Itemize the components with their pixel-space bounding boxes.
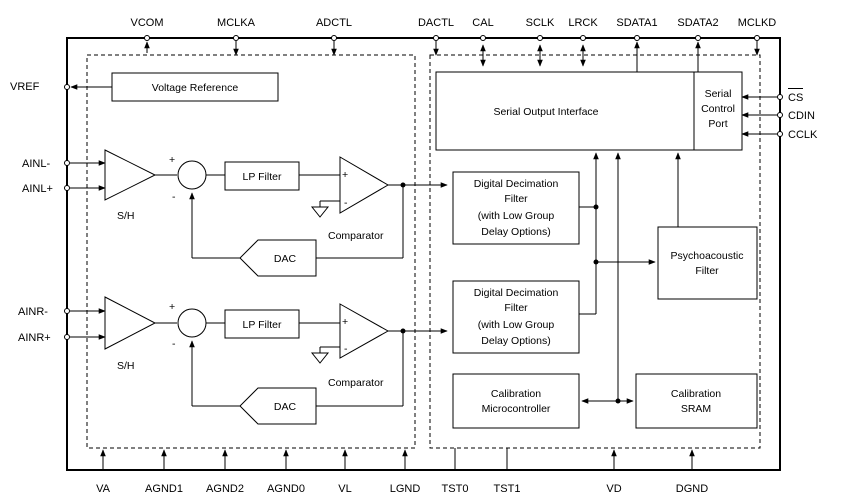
svg-text:Serial: Serial [705,88,732,100]
pin-sclk: SCLK [526,17,555,29]
analog-section [86,54,416,449]
lp-filter-right-label: LP Filter [243,319,282,331]
digital-connections [579,152,681,404]
pin-sdata2: SDATA2 [677,17,718,29]
summing-junction-left [177,160,207,190]
pin-agnd2: AGND2 [206,483,244,495]
serial-control-port [693,71,743,151]
pin-vref: VREF [10,81,40,93]
svg-text:+: + [169,301,175,313]
svg-text:-: - [344,343,348,355]
pin-mclkd: MCLKD [738,17,777,29]
pin-cs: CS [788,88,803,104]
svg-text:Digital Decimation: Digital Decimation [474,287,559,299]
pin-vl: VL [338,483,351,495]
svg-text:-: - [172,191,176,203]
svg-text:-: - [344,197,348,209]
summing-junction-right [177,308,207,338]
top-pins: VCOM MCLKA ADCTL DACTL CAL SCLK LRCK SDA… [131,17,777,72]
svg-text:Psychoacoustic: Psychoacoustic [671,250,744,262]
bottom-pins: VA AGND1 AGND2 AGND0 VL LGND TST0 TST1 V… [96,448,708,495]
pin-agnd1: AGND1 [145,483,183,495]
pin-ainr-minus: AINR- [18,306,48,318]
ground-left [310,206,330,218]
svg-text:(with Low Group: (with Low Group [478,210,555,222]
sh-left-label: S/H [117,210,135,222]
digital-section [429,54,761,449]
pin-lrck: LRCK [568,17,598,29]
pin-cdin: CDIN [788,110,815,122]
dac-left-label: DAC [274,253,297,265]
calibration-sram [635,373,758,429]
lp-filter-left-label: LP Filter [243,171,282,183]
svg-text:-: - [172,338,176,350]
pin-dgnd: DGND [676,483,708,495]
sample-hold-left [104,149,157,201]
svg-text:Digital Decimation: Digital Decimation [474,178,559,190]
dac-right-label: DAC [274,401,297,413]
svg-text:CS: CS [788,92,803,104]
svg-text:Control: Control [701,103,735,115]
serial-output-label: Serial Output Interface [493,106,598,118]
right-channel: S/H + - LP Filter + - Comparator DAC [70,296,448,425]
left-pins: VREF AINL- AINL+ AINR- AINR+ [10,81,70,344]
decimation-filter-left [452,171,580,245]
ground-right [310,352,330,364]
svg-text:+: + [169,154,175,166]
svg-text:Delay Options): Delay Options) [481,335,550,347]
pin-vcom: VCOM [131,17,164,29]
svg-text:Microcontroller: Microcontroller [482,403,551,415]
pin-tst1: TST1 [494,483,521,495]
sample-hold-right [104,296,157,350]
svg-text:Calibration: Calibration [671,388,721,400]
pin-cclk: CCLK [788,129,818,141]
pin-sdata1: SDATA1 [616,17,657,29]
pin-vd: VD [606,483,621,495]
pin-dactl: DACTL [418,17,454,29]
svg-text:+: + [342,316,348,328]
voltage-reference-label: Voltage Reference [152,82,239,94]
svg-text:Filter: Filter [504,302,528,314]
pin-ainl-minus: AINL- [22,158,50,170]
right-pins: CS CDIN CCLK [741,88,818,141]
decimation-filter-right [452,280,580,354]
svg-text:(with Low Group: (with Low Group [478,319,555,331]
pin-tst0: TST0 [442,483,469,495]
svg-text:SRAM: SRAM [681,403,711,415]
comparator-left-label: Comparator [328,230,384,242]
pin-va: VA [96,483,111,495]
comparator-right [339,303,390,359]
pin-agnd0: AGND0 [267,483,305,495]
pin-ainr-plus: AINR+ [18,332,51,344]
psychoacoustic-filter [657,226,758,300]
calibration-microcontroller [452,373,580,429]
svg-text:+: + [342,169,348,181]
pin-cal: CAL [472,17,493,29]
dac-left [239,239,317,277]
svg-text:Delay Options): Delay Options) [481,226,550,238]
svg-text:Calibration: Calibration [491,388,541,400]
serial-output-interface [435,71,695,151]
svg-text:Filter: Filter [695,265,719,277]
dac-right [239,387,317,425]
svg-text:Port: Port [708,118,727,130]
comparator-left [339,156,389,214]
left-channel: S/H + - LP Filter + - Comparator DAC [70,149,448,277]
chip-outline [66,37,781,471]
pin-lgnd: LGND [390,483,421,495]
lp-filter-right [224,309,300,339]
pin-ainl-plus: AINL+ [22,183,53,195]
sh-right-label: S/H [117,360,135,372]
comparator-right-label: Comparator [328,377,384,389]
pin-mclka: MCLKA [217,17,256,29]
lp-filter-left [224,161,300,191]
pin-adctl: ADCTL [316,17,352,29]
svg-text:Filter: Filter [504,193,528,205]
